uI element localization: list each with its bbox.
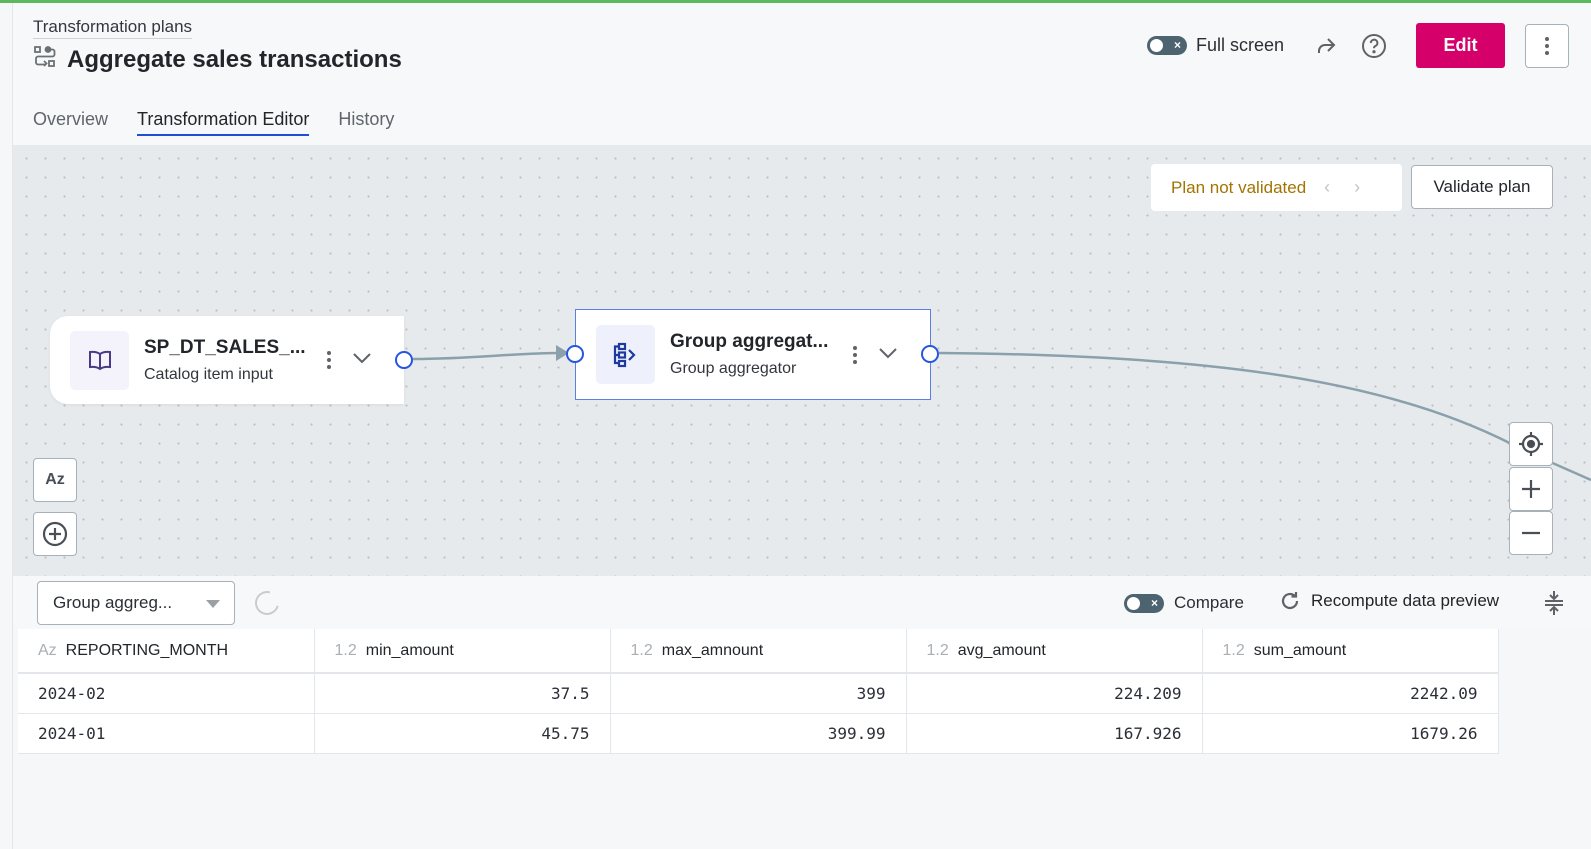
node-subtitle: Catalog item input (144, 365, 273, 383)
table-cell: 399.99 (610, 713, 907, 754)
page-title: Aggregate sales transactions (67, 45, 402, 73)
add-node-button[interactable] (33, 512, 77, 556)
table-cell: 1679.26 (1202, 713, 1499, 754)
node-group-aggregator[interactable]: Group aggregat... Group aggregator (575, 309, 931, 400)
node-catalog-input[interactable]: SP_DT_SALES_... Catalog item input (50, 316, 404, 404)
data-preview-toolbar: Group aggreg... × Compare Recompute data… (13, 576, 1591, 629)
fullscreen-toggle[interactable]: × (1146, 36, 1187, 55)
chevron-left-icon[interactable]: ‹ (1324, 177, 1331, 197)
recenter-button[interactable] (1509, 422, 1553, 466)
chevron-down-icon[interactable] (878, 346, 898, 364)
crosshair-icon (1519, 432, 1543, 456)
loading-spinner-icon (250, 586, 284, 620)
preview-node-select[interactable]: Group aggreg... (37, 581, 235, 625)
refresh-icon (1281, 592, 1299, 610)
table-cell: 37.5 (314, 673, 611, 714)
plus-circle-icon (42, 521, 68, 547)
table-cell: 2024-02 (18, 673, 315, 714)
top-accent-bar (0, 0, 1591, 3)
transformation-plan-icon (33, 45, 57, 74)
more-options-button[interactable] (1525, 23, 1569, 68)
preview-node-select-value: Group aggreg... (53, 593, 173, 612)
node-title: Group aggregat... (670, 331, 829, 352)
tab-history[interactable]: History (338, 109, 395, 129)
page-header: Transformation plans Aggregate sales tra… (13, 3, 1591, 145)
minus-icon (1522, 531, 1540, 535)
header-actions: × Full screen Edit (1146, 23, 1569, 68)
table-cell: 45.75 (314, 713, 611, 754)
help-icon[interactable] (1360, 32, 1388, 60)
group-aggregator-icon (596, 325, 655, 384)
validation-status-panel: Plan not validated ‹ › (1151, 164, 1402, 211)
node-title: SP_DT_SALES_... (144, 336, 306, 358)
left-rail (0, 3, 13, 849)
tab-bar: Overview Transformation Editor History (33, 109, 394, 136)
table-row: 2024-01 45.75 399.99 167.926 1679.26 (18, 713, 1499, 754)
sort-az-button[interactable]: Az (33, 458, 77, 502)
output-port[interactable] (395, 351, 413, 369)
title-row: Aggregate sales transactions (33, 45, 402, 74)
caret-down-icon (206, 600, 220, 608)
table-cell: 224.209 (906, 673, 1203, 714)
zoom-in-button[interactable] (1509, 467, 1553, 511)
input-port[interactable] (566, 345, 584, 363)
fullscreen-label: Full screen (1195, 35, 1284, 55)
edit-button[interactable]: Edit (1416, 23, 1505, 68)
node-menu-icon[interactable] (324, 351, 334, 369)
table-cell: 2242.09 (1202, 673, 1499, 714)
book-icon (70, 330, 129, 390)
node-subtitle: Group aggregator (670, 360, 797, 377)
compare-toggle[interactable]: × (1124, 593, 1164, 613)
plan-canvas[interactable]: Plan not validated ‹ › Validate plan SP_… (13, 145, 1591, 576)
zoom-out-button[interactable] (1509, 511, 1553, 555)
tab-overview[interactable]: Overview (33, 109, 109, 129)
breadcrumb-transformation-plans[interactable]: Transformation plans (33, 17, 193, 39)
share-icon[interactable] (1312, 32, 1340, 60)
node-menu-icon[interactable] (850, 345, 860, 364)
output-port[interactable] (921, 345, 939, 363)
plus-icon (1522, 480, 1540, 498)
table-cell: 167.926 (906, 713, 1203, 754)
collapse-panel-icon[interactable] (1543, 590, 1565, 621)
tab-transformation-editor[interactable]: Transformation Editor (137, 109, 310, 136)
chevron-down-icon[interactable] (352, 351, 372, 369)
chevron-right-icon[interactable]: › (1354, 177, 1361, 197)
validation-status: Plan not validated (1171, 177, 1307, 197)
more-vertical-icon (1542, 36, 1552, 55)
table-cell: 2024-01 (18, 713, 315, 754)
recompute-data-preview-button[interactable]: Recompute data preview (1279, 590, 1499, 612)
compare-label: Compare (1174, 593, 1244, 612)
table-row: 2024-02 37.5 399 224.209 2242.09 (18, 673, 1499, 714)
edge-connectors (412, 345, 1591, 482)
table-cell: 399 (610, 673, 907, 714)
validate-plan-button[interactable]: Validate plan (1411, 165, 1553, 209)
